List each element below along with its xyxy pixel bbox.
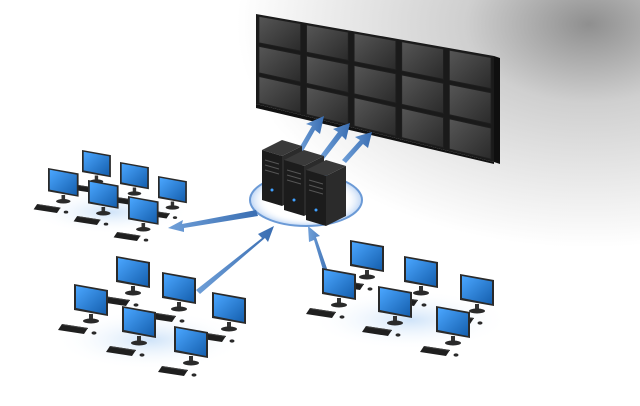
workstation-icon: [158, 326, 208, 377]
arrow-from-bottom-left: [196, 226, 274, 294]
workstation-icon: [33, 168, 79, 214]
video-wall-panel: [401, 41, 445, 80]
workstation-icon: [106, 306, 156, 357]
workstation-icon: [68, 150, 111, 194]
video-wall-panel: [305, 24, 349, 62]
video-wall-panel: [353, 96, 397, 137]
workstation-icon: [334, 240, 384, 291]
workstation-group-top-left: [30, 150, 190, 242]
workstation-icon: [106, 162, 149, 206]
arrow-from-bottom-right: [308, 226, 331, 280]
workstation-icon: [306, 268, 356, 319]
arrow-to-top-left: [168, 210, 258, 232]
workstation-icon: [146, 272, 196, 323]
workstation-icon: [113, 196, 159, 242]
workstation-group-bottom-right: [306, 240, 510, 357]
video-wall-panel: [401, 74, 445, 115]
video-wall-panel: [258, 45, 302, 83]
workstation-icon: [58, 284, 108, 335]
arrow-to-wall-3: [342, 132, 372, 163]
server-tower: [306, 160, 346, 226]
video-wall-panel: [401, 107, 445, 149]
arrow-to-wall-1: [298, 116, 324, 153]
video-wall-panel: [448, 118, 492, 160]
video-wall-icon: [256, 14, 500, 164]
server-rack-icon: [262, 140, 346, 226]
video-wall-panel: [258, 15, 302, 52]
workstation-icon: [100, 256, 150, 307]
wall-connection-arrows: [298, 116, 372, 163]
arrow-to-wall-2: [320, 123, 350, 159]
video-wall-panel: [353, 64, 397, 104]
video-wall-panel: [258, 75, 302, 114]
video-wall-panel: [448, 83, 492, 125]
workstation-icon: [362, 286, 412, 337]
workstation-group-bottom-left: [55, 256, 246, 377]
workstation-icon: [73, 180, 119, 226]
connections: [168, 210, 331, 294]
video-wall-panel: [305, 55, 349, 94]
workstation-icon: [420, 306, 470, 357]
video-wall-panel: [448, 49, 492, 90]
workstation-icon: [388, 256, 438, 307]
video-wall-panel: [353, 32, 397, 71]
